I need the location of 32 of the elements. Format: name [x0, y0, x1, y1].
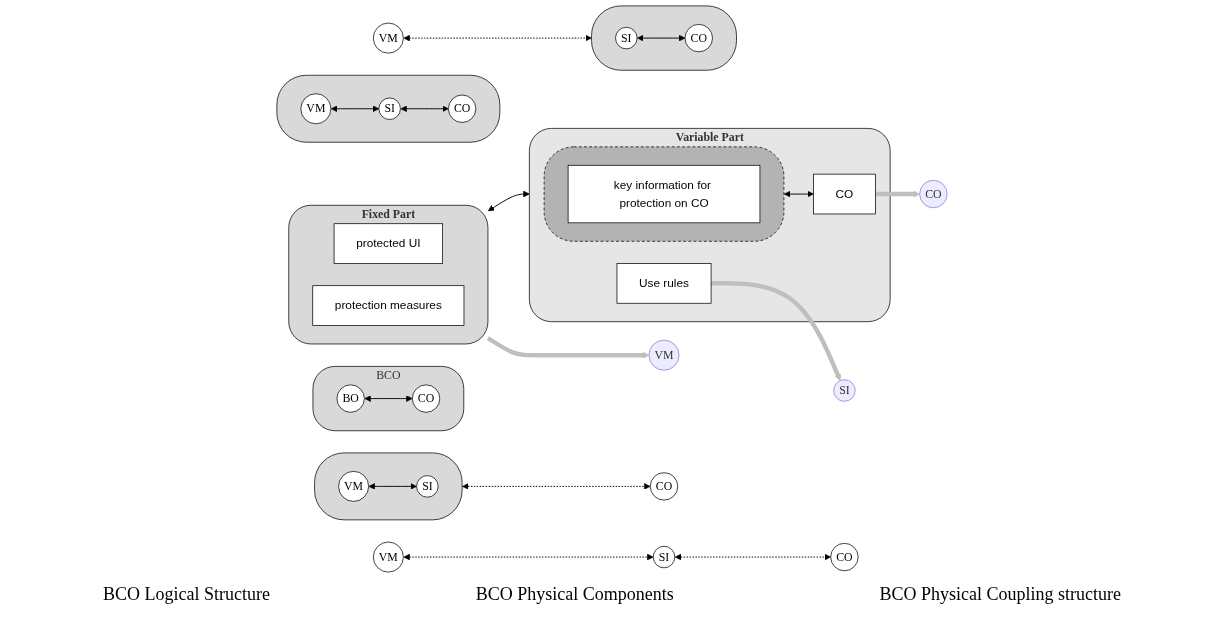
cluster [543, 146, 785, 242]
node-circle: SI [652, 545, 676, 569]
panel-caption: BCO Logical Structure [102, 584, 270, 605]
node-circle: SI [833, 379, 856, 402]
node-circle: SI [615, 26, 638, 50]
cluster [591, 5, 737, 71]
node-box: protected UI [333, 223, 443, 264]
node-box: CO [813, 173, 876, 215]
node-circle: CO [684, 24, 713, 53]
node-circle: SI [416, 475, 439, 498]
node-circle: VM [338, 470, 369, 502]
node-circle: VM [648, 339, 680, 371]
arrow [711, 281, 842, 381]
cluster [314, 452, 463, 521]
node-circle: VM [372, 541, 404, 573]
node-circle: CO [411, 384, 441, 413]
node-circle: CO [649, 472, 679, 501]
node-box: key information for protection on CO [567, 164, 761, 224]
node-circle: CO [830, 542, 859, 572]
node-circle: CO [919, 179, 948, 209]
arrow [875, 190, 920, 198]
arrow [486, 336, 650, 359]
node-circle: CO [448, 94, 477, 123]
panel-caption: BCO Physical Components [475, 584, 674, 605]
cluster [276, 74, 501, 143]
node-circle: VM [372, 22, 404, 54]
node-circle: BO [336, 384, 365, 413]
panel-caption: BCO Physical Coupling structure [879, 584, 1122, 605]
node-circle: SI [378, 97, 401, 120]
node-box: protection measures [312, 285, 465, 326]
node-box: Use rules [616, 263, 712, 304]
node-circle: VM [300, 93, 332, 125]
